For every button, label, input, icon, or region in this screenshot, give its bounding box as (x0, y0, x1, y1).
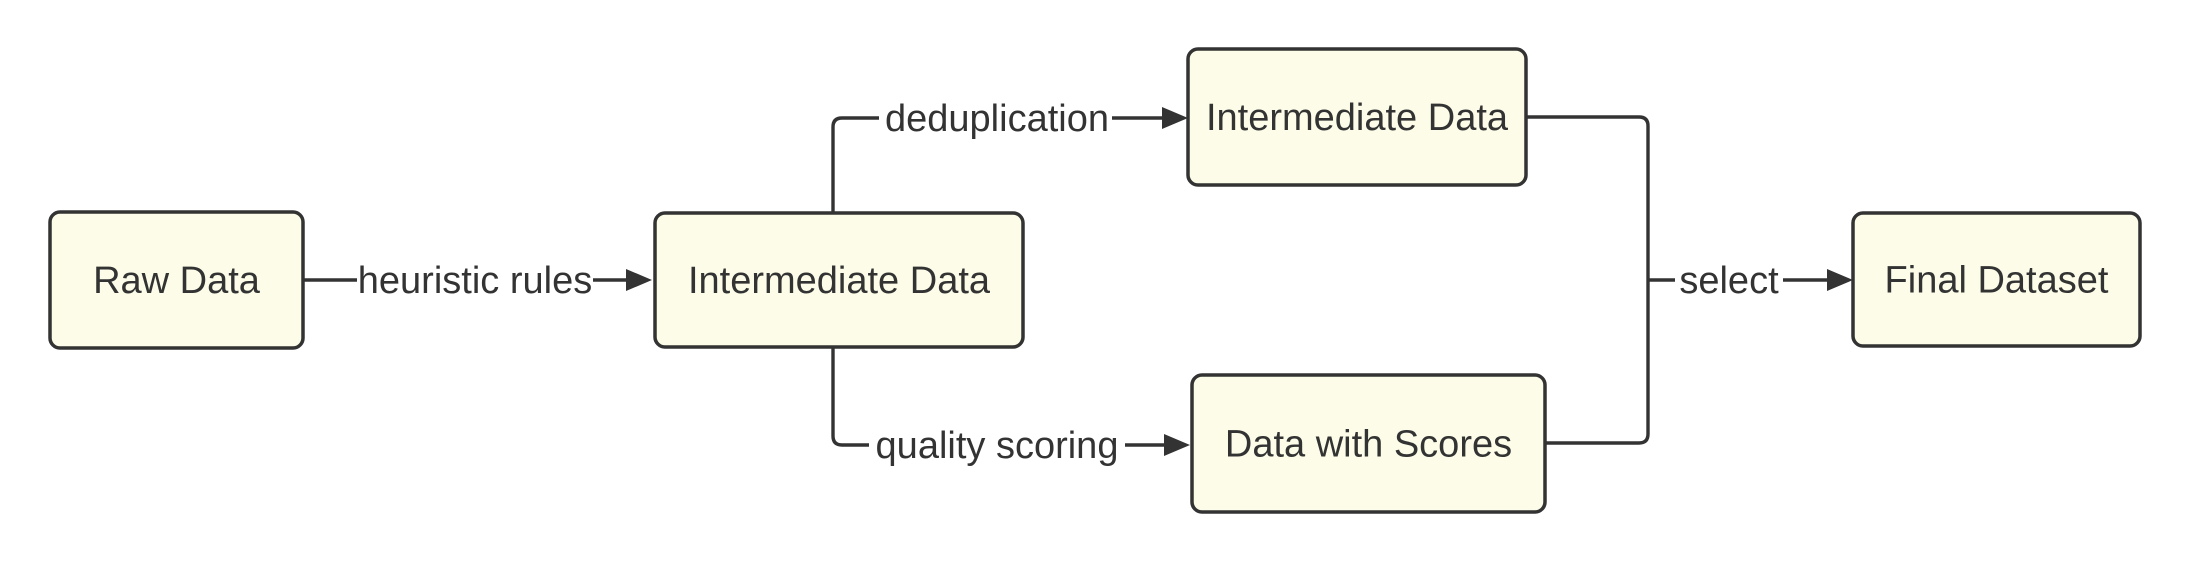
node-final-dataset-box (1851, 211, 2142, 348)
node-data-with-scores-box (1190, 373, 1547, 514)
edge-intermediate-to-deduplicated-label: deduplication (885, 98, 1109, 140)
node-raw-data: Raw Data (48, 210, 305, 350)
edge-intermediate-to-deduplicated-line (831, 116, 879, 213)
node-raw-data-label: Raw Data (93, 260, 261, 302)
edge-merge-to-final-label: select (1679, 260, 1779, 302)
edge-merge-to-final-arrowhead-icon (1827, 269, 1853, 291)
node-intermediate-data-mid: Intermediate Data (653, 211, 1025, 349)
node-intermediate-data-top-box (1186, 47, 1528, 187)
node-final-dataset: Final Dataset (1851, 211, 2142, 348)
node-data-with-scores-label: Data with Scores (1225, 424, 1512, 466)
node-final-dataset-label: Final Dataset (1885, 260, 2109, 302)
edge-raw-to-intermediate-arrowhead-icon (626, 269, 652, 291)
edge-intermediate-to-deduplicated-arrowhead-icon (1162, 107, 1188, 129)
edge-raw-to-intermediate-label: heuristic rules (358, 260, 592, 302)
edge-intermediate-to-scored: quality scoring (831, 347, 1190, 467)
edge-intermediate-to-scored-line (831, 347, 869, 447)
edge-raw-to-intermediate: heuristic rules (303, 260, 652, 302)
edge-intermediate-to-deduplicated: deduplication (831, 98, 1188, 213)
node-raw-data-box (48, 210, 305, 350)
node-intermediate-data-mid-label: Intermediate Data (688, 260, 991, 302)
node-data-with-scores: Data with Scores (1190, 373, 1547, 514)
edge-merge-to-final: select (1526, 115, 1853, 445)
node-intermediate-data-mid-box (653, 211, 1025, 349)
node-intermediate-data-top: Intermediate Data (1186, 47, 1528, 187)
node-intermediate-data-top-label: Intermediate Data (1206, 97, 1509, 139)
edge-intermediate-to-scored-label: quality scoring (876, 425, 1119, 467)
edge-intermediate-to-scored-arrowhead-icon (1164, 434, 1190, 456)
